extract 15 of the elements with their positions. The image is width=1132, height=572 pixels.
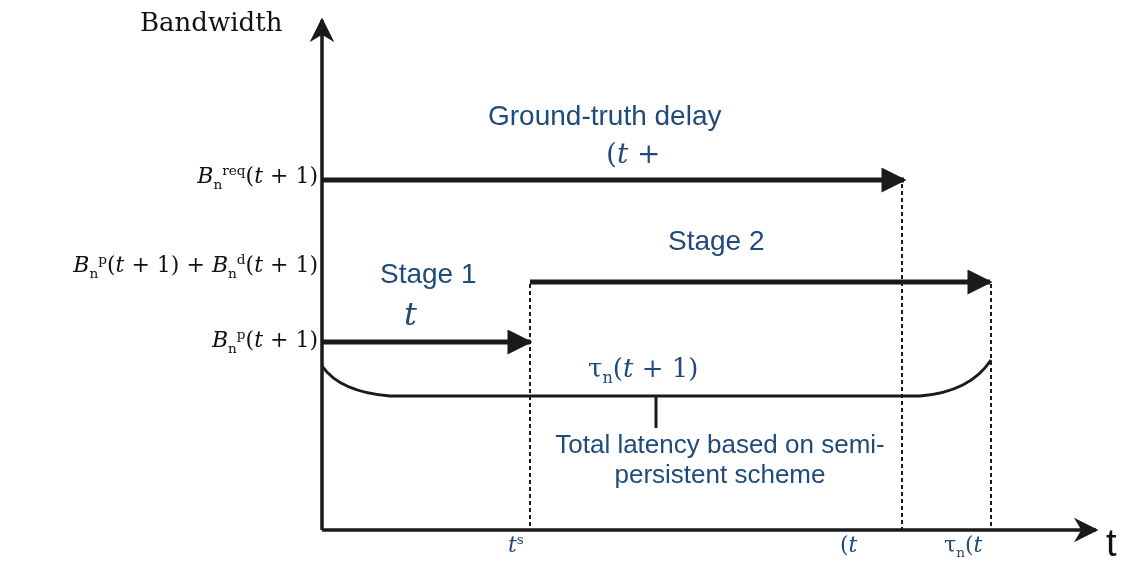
math-label: (t + <box>606 138 661 171</box>
stage-label: Ground-truth delay <box>488 100 722 133</box>
axis-title: t <box>1106 522 1117 566</box>
tick-label: τ$_{n}$(t <box>944 532 983 562</box>
axis-title: Bandwidth <box>140 8 283 38</box>
level-label: B$_{n}$$^{p}$(t + 1) <box>210 327 318 357</box>
math-label: t <box>404 296 417 333</box>
stage-label: Stage 2 <box>668 225 765 258</box>
annotation-text: Total latency based on semi-persistent scheme <box>554 430 886 490</box>
level-label: B$_{n}$$^{req}$(t + 1) <box>196 163 318 193</box>
stage-label: Stage 1 <box>380 258 477 291</box>
level-label: B$_{n}$$^{p}$(t + 1) + B$_{n}$$^{d}$(t + 1) <box>72 252 318 282</box>
tick-label: t$^{s}$ <box>508 532 524 558</box>
math-label: τ$_{n}$(t + 1) <box>588 354 699 388</box>
tick-label: (t <box>840 532 858 558</box>
